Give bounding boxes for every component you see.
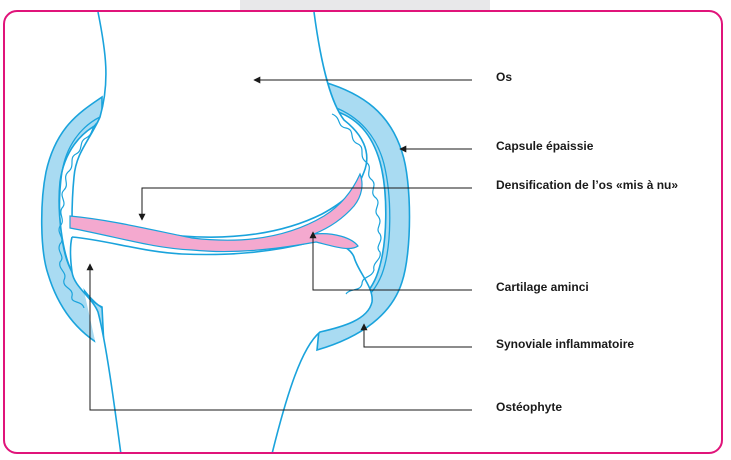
label-densification: Densification de l’os «mis à nu» — [496, 178, 678, 192]
label-cartilage: Cartilage aminci — [496, 280, 589, 294]
synoviale-pointer — [364, 324, 472, 347]
label-osteophyte: Ostéophyte — [496, 400, 562, 414]
joint-diagram — [5, 12, 723, 454]
label-synoviale: Synoviale inflammatoire — [496, 337, 634, 351]
label-os: Os — [496, 70, 512, 84]
upper-bone — [72, 12, 367, 237]
diagram-frame — [3, 10, 723, 454]
label-capsule: Capsule épaissie — [496, 139, 593, 153]
